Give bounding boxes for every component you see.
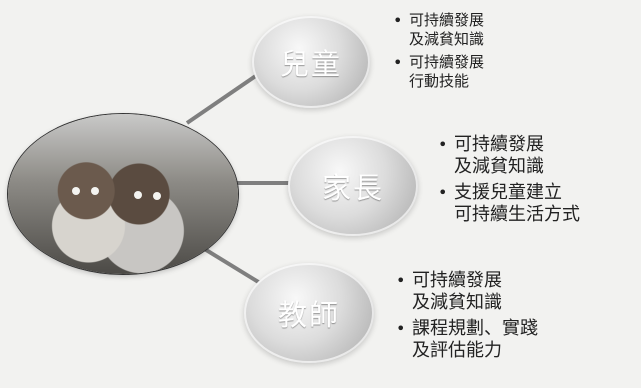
teachers-bullet-1: • 可持續發展 及減貧知識 [396,270,538,314]
parents-bullets: • 可持續發展 及減貧知識 • 支援兒童建立 可持續生活方式 [438,134,580,230]
children-bullet-1: • 可持續發展 及減貧知識 [393,11,484,49]
photo-eye-left-2 [134,191,142,199]
bullet-dot-icon: • [438,183,448,202]
bullet-dot-icon: • [396,319,406,338]
parents-bullet-2: • 支援兒童建立 可持續生活方式 [438,182,580,226]
children-bullets: • 可持續發展 及減貧知識 • 可持續發展 行動技能 [393,11,484,95]
photo-eye-right-2 [153,192,161,200]
bullet-dot-icon: • [438,135,448,154]
connector-children [185,71,262,125]
children-photo [8,114,238,274]
bullet-dot-icon: • [393,11,403,30]
teachers-bullet-2-text: 課程規劃、實踐 及評估能力 [412,318,538,361]
parents-bullet-1-text: 可持續發展 及減貧知識 [454,134,544,177]
node-parents: 家長 [288,136,418,236]
teachers-bullets: • 可持續發展 及減貧知識 • 課程規劃、實踐 及評估能力 [396,270,538,366]
parents-bullet-2-text: 支援兒童建立 可持續生活方式 [454,182,580,225]
parents-bullet-1: • 可持續發展 及減貧知識 [438,134,580,178]
bullet-dot-icon: • [393,53,403,72]
children-bullet-1-text: 可持續發展 及減貧知識 [409,11,485,48]
teachers-bullet-1-text: 可持續發展 及減貧知識 [412,270,502,313]
bullet-dot-icon: • [396,271,406,290]
children-bullet-2: • 可持續發展 行動技能 [393,53,484,91]
node-children: 兒童 [252,16,370,108]
connector-teachers [196,243,262,285]
teachers-bullet-2: • 課程規劃、實踐 及評估能力 [396,318,538,362]
photo-eye-left [72,187,80,195]
node-teachers: 教師 [244,263,374,363]
children-bullet-2-text: 可持續發展 行動技能 [409,53,485,90]
photo-eye-right [91,187,99,195]
